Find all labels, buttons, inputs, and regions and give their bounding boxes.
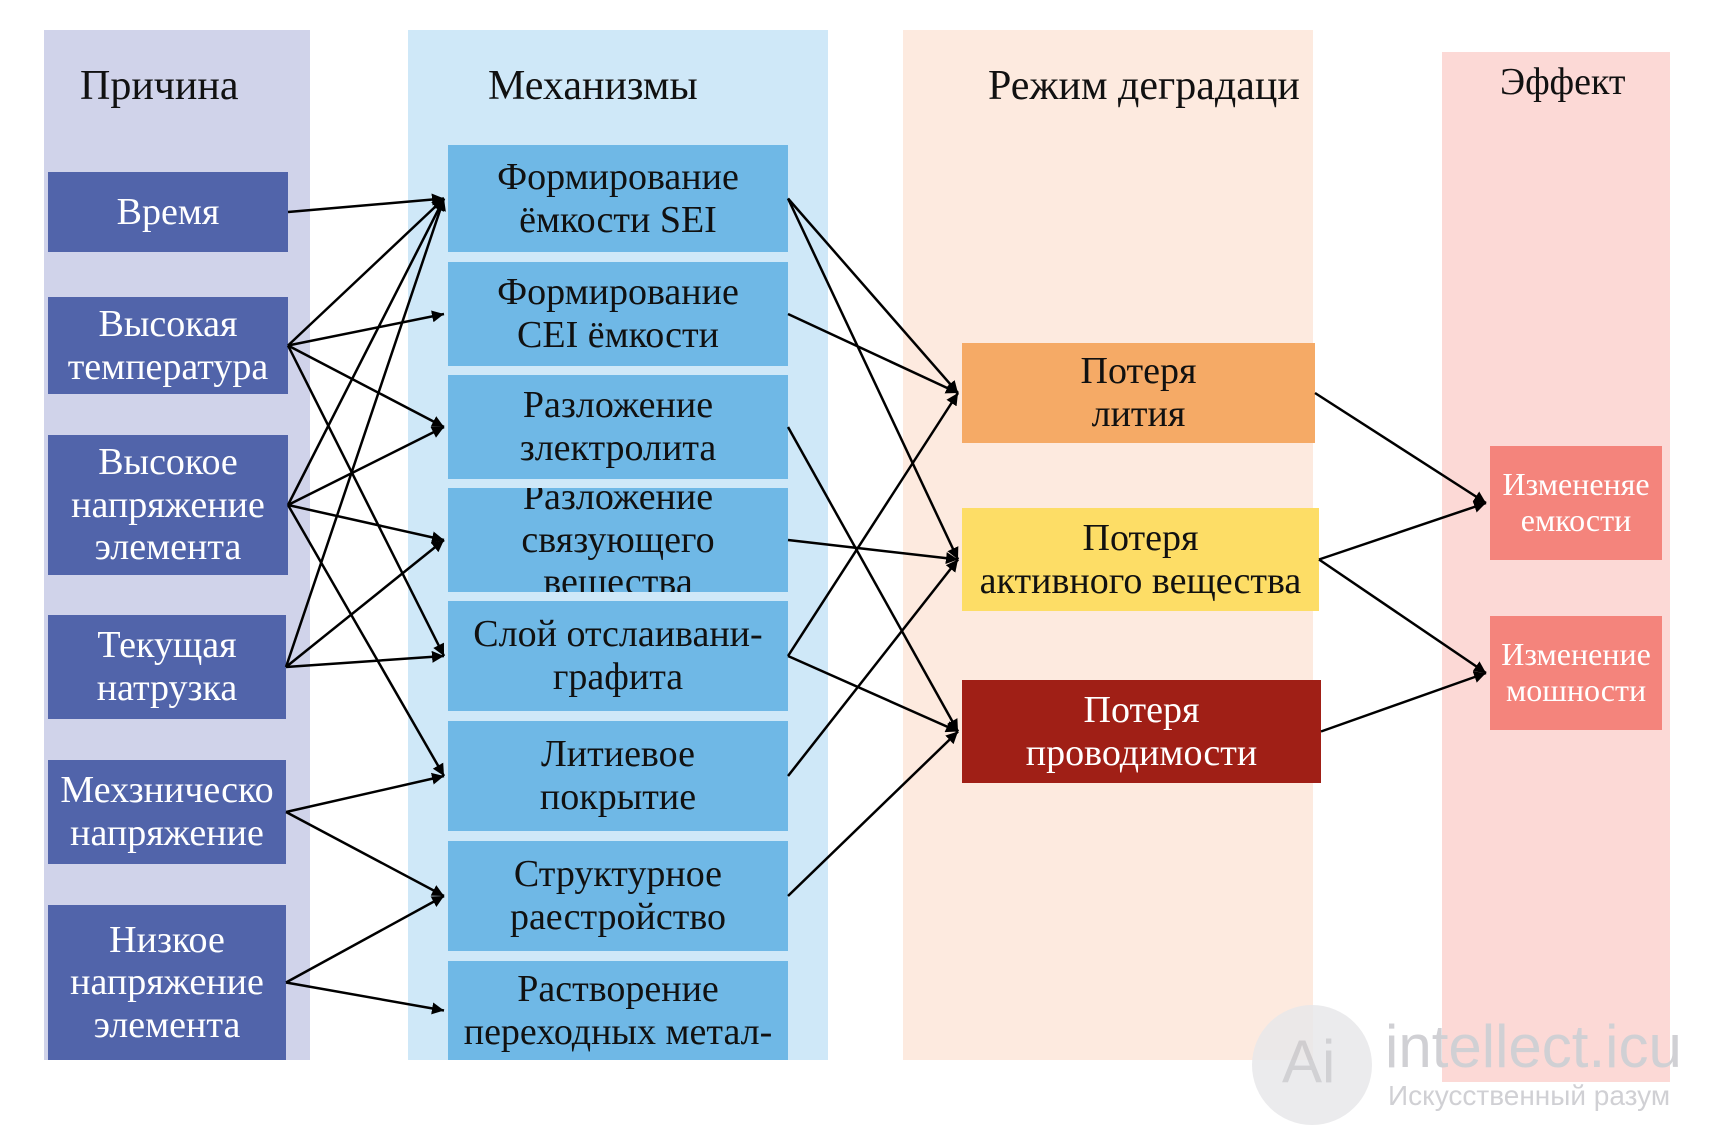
cause-box-low-voltage: Низкое напряжение элемента (48, 905, 286, 1060)
mechanism-box-electrolyte-decomposition: Разложение злектролита (448, 375, 788, 479)
mode-box-loss-of-conductivity: Потеря проводимости (962, 680, 1321, 783)
mechanism-box-cei: Формирование CEI ёмкости (448, 262, 788, 366)
modes-column-title: Режим деградаци (988, 63, 1300, 109)
mode-box-loss-of-lithium: Потеря лития (962, 343, 1315, 443)
cause-box-high-voltage: Высокое напряжение элемента (48, 435, 288, 575)
mechanism-box-binder-decomposition: Разложение связующего вещества (448, 488, 788, 592)
mode-box-loss-of-active-material: Потеря активного вещества (962, 508, 1319, 611)
watermark-tagline: Искусственный разум (1388, 1080, 1671, 1111)
mechanism-box-graphite-exfoliation: Слой отслаивани- графита (448, 601, 788, 711)
cause-box-time: Время (48, 172, 288, 252)
cause-column-title: Причина (80, 63, 239, 109)
mechanism-box-transition-metal-dissolution: Растворение переходных метал- (448, 961, 788, 1060)
cause-box-high-temperature: Высокая температура (48, 297, 288, 394)
watermark-brand: intellect.icu (1385, 1013, 1682, 1080)
mechanism-box-lithium-plating: Литиевое покрытие (448, 721, 788, 831)
mechanism-box-sei: Формирование ёмкости SEI (448, 145, 788, 252)
effect-column (1442, 52, 1670, 1082)
effect-box-capacity-change: Измененяе емкости (1490, 446, 1662, 560)
effect-column-title: Эффект (1500, 61, 1626, 103)
effect-box-power-change: Изменение мошности (1490, 616, 1662, 730)
cause-box-current-load: Текущая натрузка (48, 615, 286, 719)
cause-box-mechanical-stress: Мехзническо напряжение (48, 760, 286, 864)
watermark-logo-text: Ai (1282, 1028, 1336, 1095)
mechanism-box-structural-disorder: Структурное раестройство (448, 841, 788, 951)
watermark-logo: Ai (1252, 1005, 1372, 1125)
mechanisms-column-title: Механизмы (488, 63, 698, 109)
